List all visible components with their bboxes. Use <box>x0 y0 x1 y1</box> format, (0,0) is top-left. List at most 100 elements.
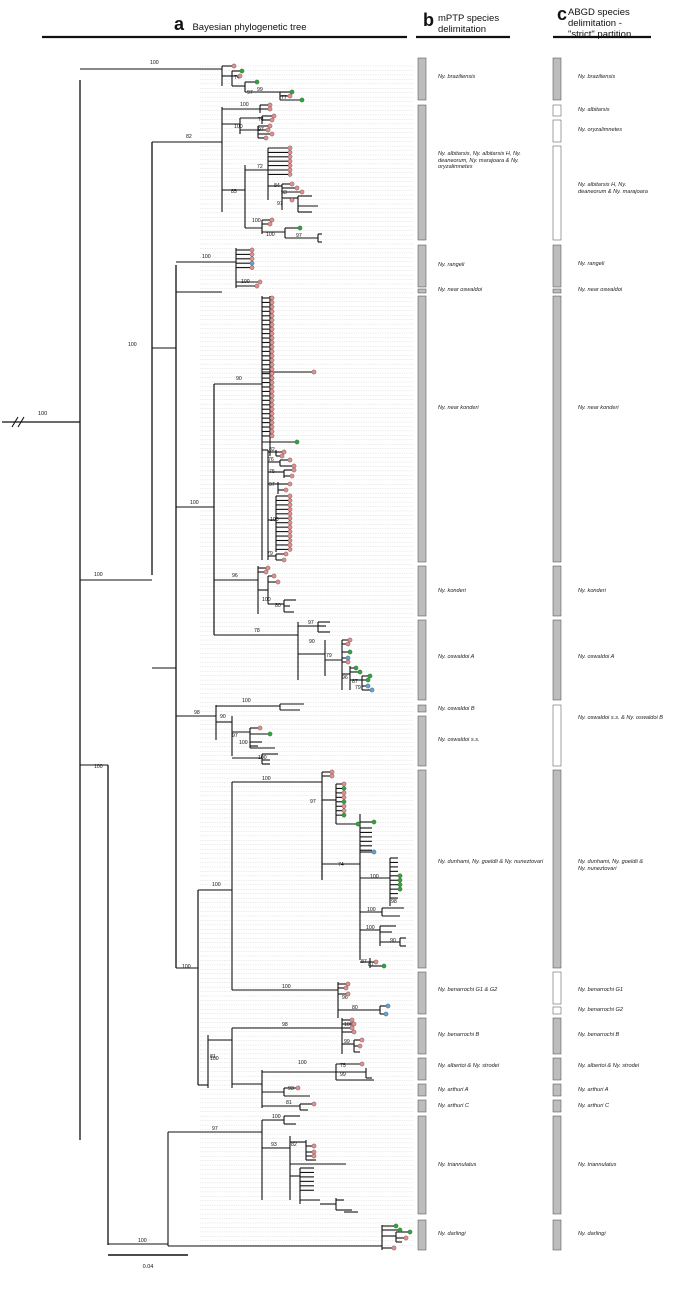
abgd-species-bar <box>552 288 562 294</box>
pink-tip-marker <box>373 959 379 965</box>
pink-tip-marker <box>349 1017 355 1023</box>
support-value: 100 <box>266 232 275 238</box>
pink-tip-marker <box>269 362 275 368</box>
mptp-species-bar <box>417 288 427 294</box>
support-value: 90 <box>390 938 396 944</box>
mptp-species-label: Ny. triannulatus <box>438 1162 477 1168</box>
pink-tip-marker <box>287 493 293 499</box>
abgd-species-label: Ny. near oswaldoi <box>578 287 623 293</box>
pink-tip-marker <box>269 366 275 372</box>
support-value: 97 <box>212 1126 218 1132</box>
green-tip-marker <box>371 819 377 825</box>
support-value: 90 <box>309 639 315 645</box>
abgd-species-bar <box>552 769 562 969</box>
pink-tip-marker <box>311 369 317 375</box>
pink-tip-marker <box>269 309 275 314</box>
abgd-species-bar <box>552 1017 562 1055</box>
pink-tip-marker <box>341 790 347 796</box>
blue-tip-marker <box>249 260 255 266</box>
support-value: 100 <box>202 254 211 260</box>
pink-tip-marker <box>357 1043 363 1049</box>
support-value: 99 <box>340 1072 346 1078</box>
pink-tip-marker <box>231 63 237 69</box>
green-tip-marker <box>341 812 347 818</box>
pink-tip-marker <box>345 981 351 987</box>
pink-tip-marker <box>269 304 275 310</box>
mptp-species-label: Ny. arthuri A <box>438 1087 469 1093</box>
green-tip-marker <box>397 1227 403 1233</box>
pink-tip-marker <box>269 313 275 319</box>
green-tip-marker <box>294 439 300 445</box>
blue-tip-marker <box>369 687 375 693</box>
support-value: 97 <box>269 482 275 488</box>
pink-tip-marker <box>269 349 275 354</box>
mptp-species-bar <box>417 1099 427 1113</box>
pink-tip-marker <box>287 167 293 173</box>
abgd-species-label: Ny. albitarsis H, Ny. deaneorum & Ny. ma… <box>578 182 648 195</box>
green-tip-marker <box>267 731 273 737</box>
header-b-title-line1: mPTP species <box>438 13 500 24</box>
pink-tip-marker <box>341 795 347 800</box>
green-tip-marker <box>357 669 363 675</box>
mptp-species-label: Ny. near oswaldoi <box>438 287 483 293</box>
pink-tip-marker <box>275 579 281 585</box>
pink-tip-marker <box>269 322 275 327</box>
mptp-species-label: Ny. arthuri C <box>438 1103 469 1109</box>
support-value: 97 <box>232 733 238 739</box>
pink-tip-marker <box>311 1143 317 1149</box>
pink-tip-marker <box>279 453 285 459</box>
support-value: 100 <box>258 755 267 761</box>
support-value: 79 <box>267 551 273 557</box>
support-value: 90 <box>220 714 226 720</box>
blue-tip-marker <box>385 1003 391 1009</box>
support-value: 97 <box>258 127 264 133</box>
pink-tip-marker <box>269 300 275 305</box>
pink-tip-marker <box>269 424 275 430</box>
pink-tip-marker <box>269 340 275 345</box>
pink-tip-marker <box>249 265 255 270</box>
support-value: 100 <box>252 218 261 224</box>
green-tip-marker <box>365 677 371 683</box>
scale-bar-label: 0.04 <box>143 1264 154 1270</box>
pink-tip-marker <box>287 538 293 543</box>
pink-tip-marker <box>269 406 275 412</box>
pink-tip-marker <box>287 172 293 177</box>
abgd-species-label: Ny. rangeli <box>578 261 605 267</box>
pink-tip-marker <box>269 317 275 323</box>
abgd-species-bar <box>552 1099 562 1113</box>
abgd-species-bar <box>552 565 562 617</box>
support-value: 100 <box>234 124 243 130</box>
pink-tip-marker <box>269 380 275 385</box>
tree-branches <box>79 65 408 1250</box>
support-value: 74 <box>234 75 240 81</box>
pink-tip-marker <box>287 507 293 512</box>
support-value: 79 <box>326 653 332 659</box>
support-value: 93 <box>281 190 287 196</box>
pink-tip-marker <box>359 1037 365 1043</box>
tip-markers <box>231 63 413 1251</box>
support-value: 82 <box>186 134 192 140</box>
pink-tip-marker <box>289 181 295 187</box>
mptp-species-label: Ny. oswaldoi A <box>438 654 475 660</box>
support-value: 72 <box>257 164 263 170</box>
header-c-title-line2: delimitation - <box>568 18 622 29</box>
support-value: 100 <box>190 500 199 506</box>
root-support-label: 100 <box>38 411 47 417</box>
support-value: 76 <box>268 457 274 463</box>
pink-tip-marker <box>287 154 293 160</box>
support-value: 100 <box>239 740 248 746</box>
mptp-species-label: Ny. albitarsis, Ny. albitarsis H, Ny. de… <box>438 151 521 171</box>
support-value: 97 <box>310 799 316 805</box>
green-tip-marker <box>341 799 347 805</box>
support-value: 96 <box>342 995 348 1001</box>
abgd-species-label: Ny. albitarsis <box>578 107 610 113</box>
support-value: 75 <box>269 469 275 475</box>
pink-tip-marker <box>351 1021 357 1027</box>
mptp-bars <box>417 57 427 1251</box>
support-value: 100 <box>366 925 375 931</box>
pink-tip-marker <box>269 344 275 350</box>
pink-tip-marker <box>269 433 275 439</box>
pink-tip-marker <box>391 1245 397 1251</box>
pink-tip-marker <box>287 158 293 164</box>
